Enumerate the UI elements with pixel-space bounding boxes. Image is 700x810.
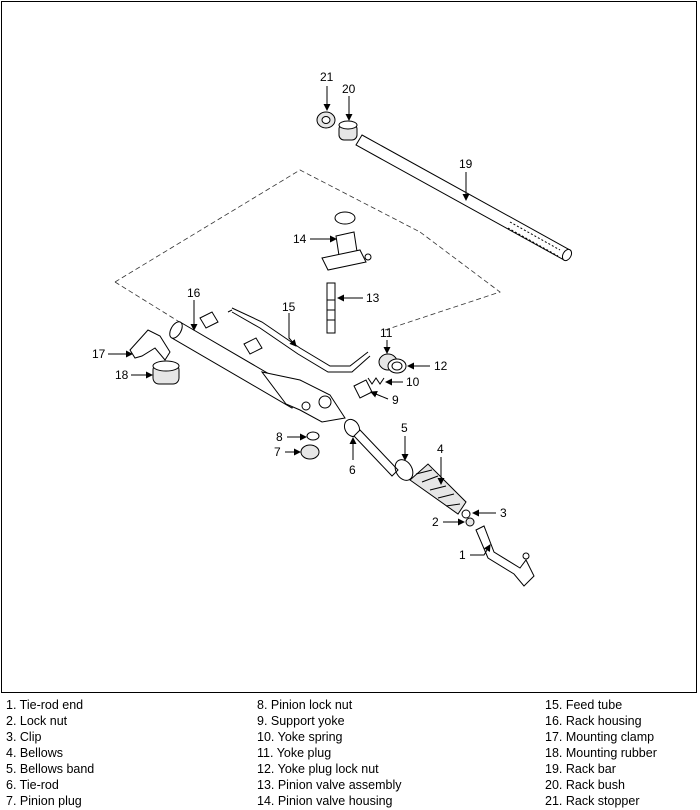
legend-item: 7. Pinion plug (6, 794, 82, 808)
legend-item: 17. Mounting clamp (545, 730, 655, 744)
rack-stopper-part (316, 111, 336, 129)
feed-tube-part (227, 307, 371, 373)
mounting-clamp-part (129, 329, 171, 361)
rack-bush-part (338, 120, 358, 141)
callout-12: 12 (434, 359, 448, 373)
legend-item: 3. Clip (6, 730, 42, 744)
yoke-spring-part (367, 377, 385, 385)
callout-3: 3 (500, 506, 507, 520)
callout-20: 20 (342, 82, 356, 96)
legend-column-1: 1. Tie-rod end 2. Lock nut 3. Clip 4. Be… (6, 697, 94, 809)
lock-nut-part (465, 517, 475, 527)
mounting-rubber-part (152, 360, 180, 385)
rack-housing-part (169, 311, 346, 423)
callout-9: 9 (392, 393, 399, 407)
legend-item: 10. Yoke spring (257, 730, 343, 744)
clip-part (461, 509, 471, 519)
pinion-valve-assembly-part (326, 282, 336, 334)
legend-item: 1. Tie-rod end (6, 698, 84, 712)
pinion-plug-part (300, 444, 320, 460)
callout-13: 13 (366, 291, 380, 305)
exploded-steering-diagram: 21 20 19 14 13 16 15 17 18 11 12 10 9 8 … (92, 70, 573, 587)
legend-column-3: 15. Feed tube 16. Rack housing 17. Mount… (545, 697, 657, 809)
callout-15: 15 (282, 300, 296, 314)
callout-10: 10 (406, 375, 420, 389)
leader-line-1 (470, 544, 491, 556)
legend-item: 2. Lock nut (6, 714, 68, 728)
legend-item: 12. Yoke plug lock nut (257, 762, 379, 776)
callout-2: 2 (432, 515, 439, 529)
pinion-valve-housing-part (321, 211, 372, 271)
legend-item: 21. Rack stopper (545, 794, 640, 808)
callout-19: 19 (459, 157, 473, 171)
rack-bar-part (355, 134, 573, 262)
callout-17: 17 (92, 347, 106, 361)
figure-frame (1, 1, 697, 693)
callout-8: 8 (276, 430, 283, 444)
legend-item: 20. Rack bush (545, 778, 625, 792)
legend-item: 4. Bellows (6, 746, 63, 760)
pinion-lock-nut-part (306, 431, 320, 441)
leader-line-9 (370, 391, 389, 400)
legend-column-2: 8. Pinion lock nut 9. Support yoke 10. Y… (257, 697, 402, 809)
callout-7: 7 (274, 445, 281, 459)
legend-item: 5. Bellows band (6, 762, 95, 776)
callout-11: 11 (380, 326, 393, 340)
legend-item: 16. Rack housing (545, 714, 642, 728)
tie-rod-end-part (475, 525, 535, 587)
bellows-band-part (394, 459, 414, 481)
callout-5: 5 (401, 421, 408, 435)
legend-item: 18. Mounting rubber (545, 746, 657, 760)
legend-item: 9. Support yoke (257, 714, 345, 728)
yoke-plug-lock-nut-part (387, 358, 407, 374)
legend-item: 6. Tie-rod (6, 778, 59, 792)
legend-item: 14. Pinion valve housing (257, 794, 393, 808)
callout-16: 16 (187, 286, 201, 300)
legend-item: 19. Rack bar (545, 762, 616, 776)
callout-6: 6 (349, 463, 356, 477)
legend-item: 13. Pinion valve assembly (257, 778, 402, 792)
legend-item: 11. Yoke plug (257, 746, 332, 760)
legend-item: 15. Feed tube (545, 698, 623, 712)
leader-line-15 (288, 313, 297, 347)
assembly-outline (114, 169, 501, 376)
bellows-part (409, 463, 467, 515)
tie-rod-part (343, 418, 399, 477)
support-yoke-part (353, 379, 373, 399)
callout-18: 18 (115, 368, 129, 382)
legend-item: 8. Pinion lock nut (257, 698, 353, 712)
callout-4: 4 (437, 442, 444, 456)
callout-14: 14 (293, 232, 307, 246)
callout-1: 1 (459, 548, 466, 562)
callout-21: 21 (320, 70, 334, 84)
